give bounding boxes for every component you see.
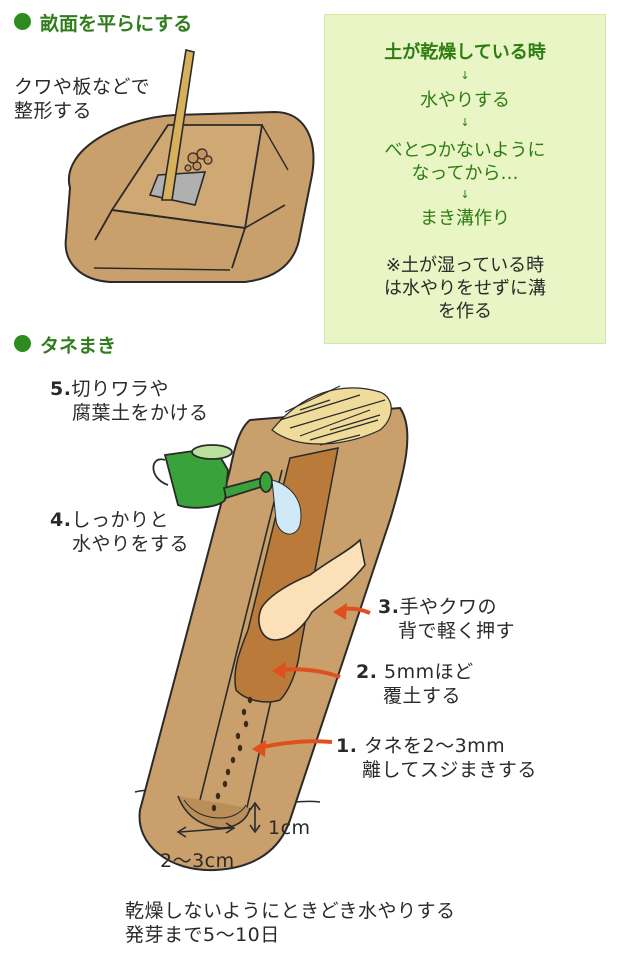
note-footnote-line2: は水やりをせずに溝 [384, 278, 546, 299]
footer-line1: 乾燥しないようにときどき水やりする [125, 900, 456, 922]
step4-line2: 水やりをする [72, 533, 190, 555]
note-footnote-line1: ※土が湿っている時 [385, 255, 545, 276]
hoe-handle [161, 49, 195, 201]
width-label: 2～3cm [160, 850, 235, 872]
dimension-arrows [176, 801, 261, 838]
section1-note-line2: 整形する [14, 100, 93, 122]
note-step-make-furrow: まき溝作り [420, 208, 510, 229]
note-step-not-sticky-line1: べとつかないように [384, 140, 546, 161]
step3-line2: 背で軽く押す [398, 620, 516, 642]
footer-line2: 発芽まで5～10日 [125, 924, 280, 946]
watering-can-icon [152, 444, 273, 509]
note-footnote-line3: を作る [438, 301, 492, 322]
note-step-dry-soil: 土が乾燥している時 [384, 42, 546, 63]
step1-line2: 離してスジまきする [362, 759, 537, 781]
soil-clods [184, 148, 213, 172]
step1-line1: 1. タネを2～3mm [336, 735, 506, 757]
straw-mulch [271, 385, 392, 446]
down-arrow-icon: ↓ [460, 69, 470, 82]
note-step-water: 水やりする [420, 90, 510, 111]
down-arrow-icon: ↓ [460, 116, 470, 129]
water-stream [271, 479, 302, 535]
section1-bullet-icon [14, 13, 31, 30]
seed-row [211, 696, 253, 812]
watering-note-box: 土が乾燥している時 ↓ 水やりする ↓ べとつかないように なってから… ↓ ま… [324, 14, 606, 344]
step3-line1: 3.手やクワの [378, 596, 497, 618]
step2-line2: 覆土する [383, 685, 462, 707]
note-step-not-sticky-line2: なってから… [411, 163, 519, 184]
step5-line2: 腐葉土をかける [72, 402, 209, 424]
hand-icon [258, 538, 366, 641]
step4-line1: 4.しっかりと [50, 509, 169, 531]
down-arrow-icon: ↓ [460, 188, 470, 201]
section1-note-line1: クワや板などで [14, 76, 151, 98]
section1-heading: 畝面を平らにする [40, 13, 193, 35]
step2-line1: 2. 5mmほど [356, 661, 474, 683]
section2-bullet-icon [14, 335, 31, 352]
section2-heading: タネまき [40, 335, 117, 357]
depth-label: 1cm [268, 817, 311, 839]
step5-line1: 5.切りワラや [50, 378, 169, 400]
